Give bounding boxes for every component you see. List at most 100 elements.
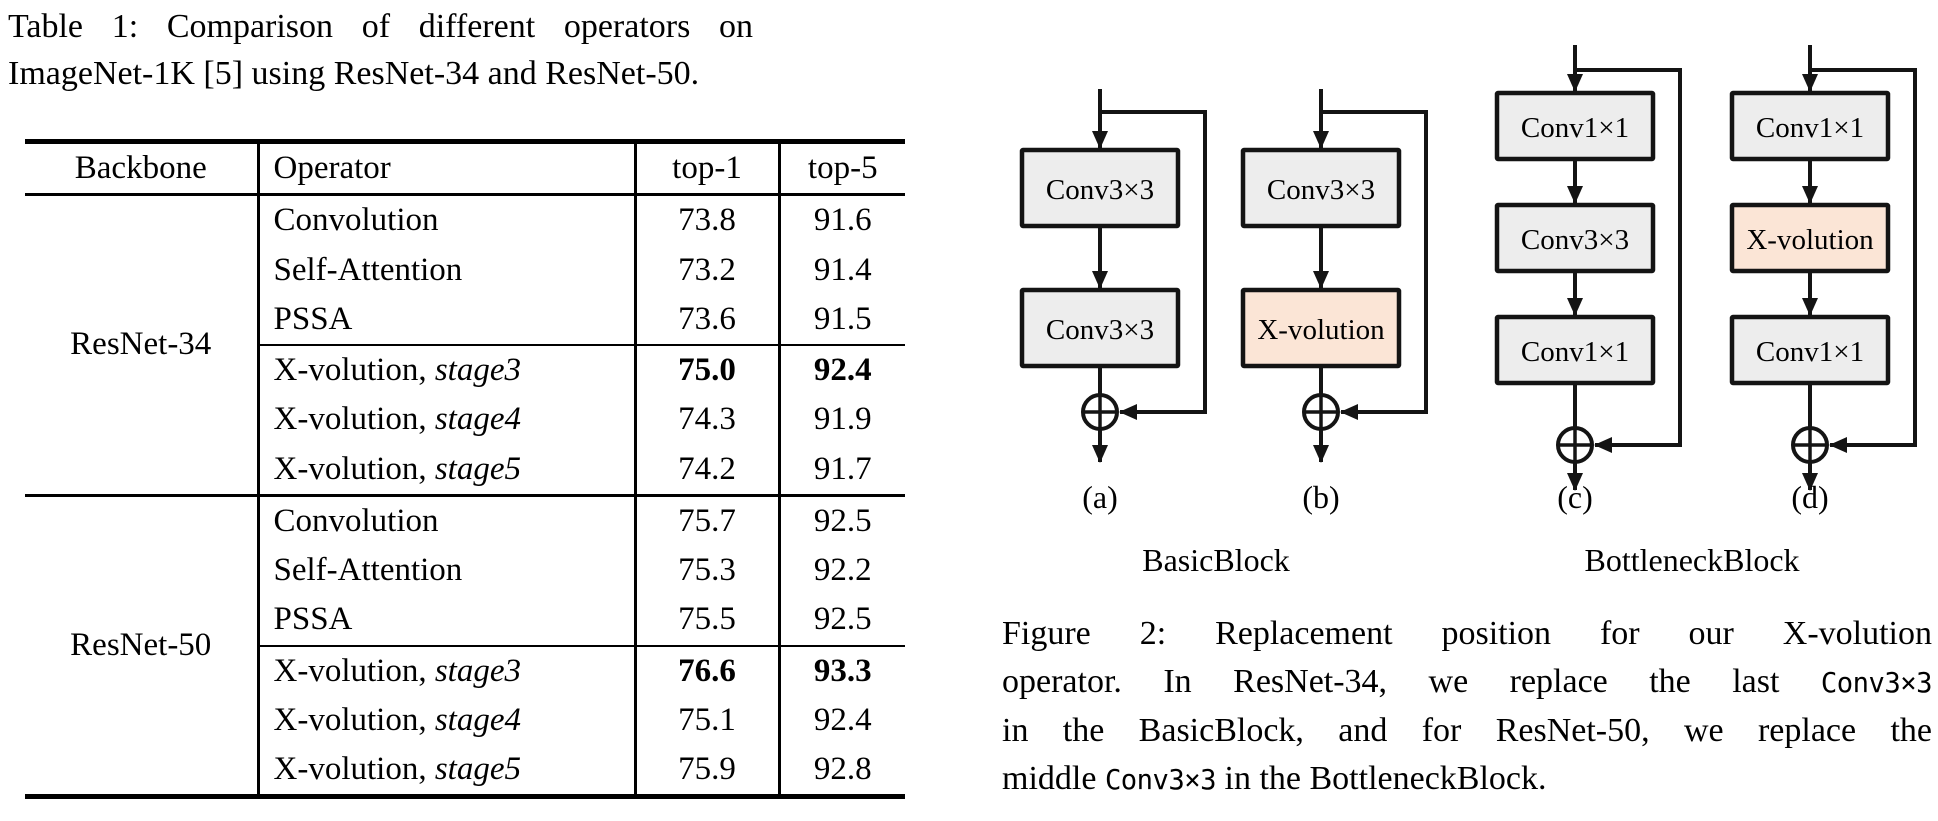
box-label: Conv3×3 <box>1046 174 1154 206</box>
top1-cell: 73.6 <box>633 294 779 345</box>
table-caption-line: Table 1: Comparison of different operato… <box>8 4 753 51</box>
box-label: Conv3×3 <box>1521 224 1629 256</box>
caption-text: ImageNet-1K [5] using ResNet-34 and ResN… <box>8 54 700 92</box>
top5-cell: 92.2 <box>777 546 905 596</box>
code-token: Conv3×3 <box>1104 764 1217 796</box>
operator-cell: X-volution, stage5 <box>256 444 635 496</box>
diagram-label: (a) <box>1082 479 1118 515</box>
operator-cell: PSSA <box>256 595 635 646</box>
top1-cell: 75.9 <box>633 745 779 797</box>
header-backbone: Backbone <box>25 141 258 197</box>
top5-cell: 91.7 <box>777 444 905 496</box>
top5-cell: 91.4 <box>777 245 905 295</box>
operator-cell: Self-Attention <box>256 245 635 295</box>
operator-cell: X-volution, stage3 <box>256 343 635 396</box>
top1-cell: 76.6 <box>633 644 779 696</box>
box-label: Conv3×3 <box>1046 314 1154 346</box>
operator-cell: X-volution, stage4 <box>256 695 635 745</box>
top1-cell: 73.2 <box>633 245 779 295</box>
diagram-b: Conv3×3X-volution (b) <box>1240 89 1428 515</box>
code-token: Conv3×3 <box>1820 668 1933 700</box>
top5-cell: 93.3 <box>777 644 905 696</box>
table-header-row: Backbone Operator top-1 top-5 <box>25 141 905 197</box>
table-caption-line: ImageNet-1K [5] using ResNet-34 and ResN… <box>8 51 753 98</box>
operator-cell: X-volution, stage4 <box>256 395 635 445</box>
operator-cell: X-volution, stage3 <box>256 644 635 696</box>
box-label: Conv1×1 <box>1521 112 1629 144</box>
box-label: X-volution <box>1746 224 1874 256</box>
header-top5: top-5 <box>777 141 905 197</box>
top5-cell: 91.6 <box>777 194 905 246</box>
elementwise-add-icon <box>1556 426 1594 464</box>
top1-cell: 75.0 <box>633 343 779 396</box>
caption-text: middle <box>1002 759 1105 797</box>
header-operator: Operator <box>256 141 635 197</box>
figure-caption-line: operator. In ResNet-34, we replace the l… <box>1002 658 1933 706</box>
top5-cell: 92.4 <box>777 343 905 396</box>
top1-cell: 74.2 <box>633 444 779 496</box>
operator-cell: PSSA <box>256 294 635 345</box>
operator-cell: Self-Attention <box>256 546 635 596</box>
figure-caption: Figure 2: Replacement position for our X… <box>1002 610 1933 803</box>
top1-cell: 74.3 <box>633 395 779 445</box>
caption-text: Figure 2: Replacement position for our X… <box>1002 615 1932 652</box>
box-label: Conv1×1 <box>1756 336 1864 368</box>
top1-cell: 75.5 <box>633 595 779 646</box>
operator-cell: X-volution, stage5 <box>256 745 635 797</box>
skip-connection-arrow <box>1321 110 1428 420</box>
figure-diagrams: Conv3×3Conv3×3(a)Conv3×3X-volution(b)Con… <box>1019 45 1917 515</box>
caption-text: operator. In ResNet-34, we replace the l… <box>1002 663 1821 701</box>
table-caption: Table 1: Comparison of different operato… <box>8 4 753 98</box>
operator-cell: Convolution <box>256 194 635 246</box>
caption-text: Table 1: Comparison of different operato… <box>8 8 753 45</box>
top5-cell: 92.5 <box>777 595 905 646</box>
top1-cell: 75.1 <box>633 695 779 745</box>
box-label: Conv1×1 <box>1521 336 1629 368</box>
diagram-label: (b) <box>1302 479 1339 515</box>
top5-cell: 91.5 <box>777 294 905 345</box>
skip-connection-arrow <box>1810 68 1917 453</box>
elementwise-add-icon <box>1081 393 1119 431</box>
skip-connection-arrow <box>1575 68 1682 453</box>
box-label: Conv1×1 <box>1756 112 1864 144</box>
top1-cell: 75.7 <box>633 493 779 546</box>
elementwise-add-icon <box>1791 426 1829 464</box>
figure-caption-line: middle Conv3×3 in the BottleneckBlock. <box>1002 755 1932 803</box>
box-label: Conv3×3 <box>1267 174 1375 206</box>
skip-connection-arrow <box>1100 110 1207 420</box>
figure-caption-line: Figure 2: Replacement position for our X… <box>1002 610 1932 658</box>
backbone-cell: ResNet-34 <box>70 326 212 363</box>
caption-text: in the BottleneckBlock. <box>1216 759 1547 797</box>
box-label: X-volution <box>1257 314 1385 346</box>
diagram-label: (c) <box>1557 479 1593 515</box>
top5-cell: 92.4 <box>777 695 905 745</box>
basicblock-label: BasicBlock <box>1142 542 1290 578</box>
top1-cell: 75.3 <box>633 546 779 596</box>
operator-cell: Convolution <box>256 493 635 546</box>
top5-cell: 92.5 <box>777 493 905 546</box>
elementwise-add-icon <box>1302 393 1340 431</box>
backbone-cell: ResNet-50 <box>25 493 258 797</box>
top1-cell: 73.8 <box>633 194 779 246</box>
diagram-label: (d) <box>1791 479 1828 515</box>
caption-text: in the BasicBlock, and for ResNet-50, we… <box>1002 711 1932 749</box>
header-top1: top-1 <box>633 141 779 197</box>
